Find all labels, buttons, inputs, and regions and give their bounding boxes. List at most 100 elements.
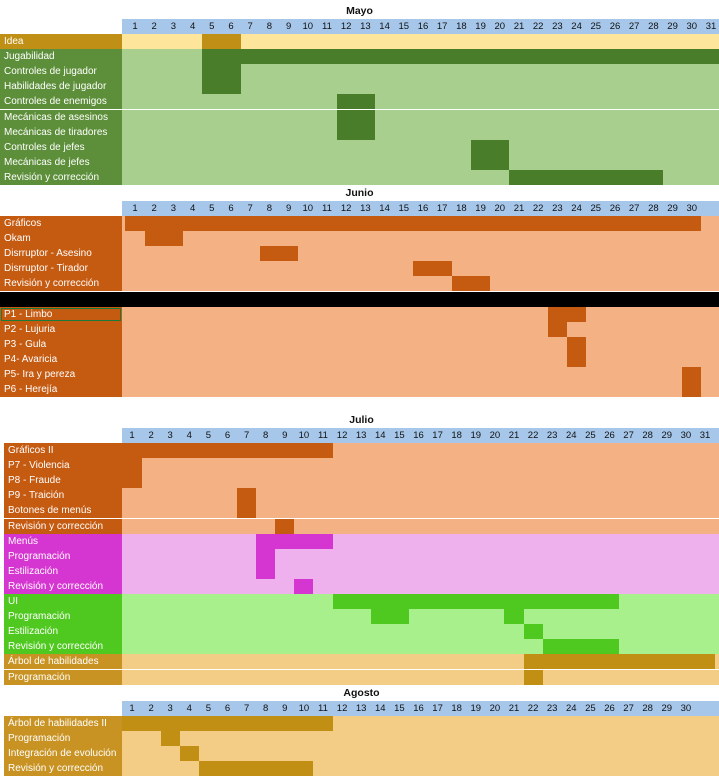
task-row: Botones de menús (4, 503, 719, 519)
task-label-cell[interactable]: Mecánicas de asesinos (0, 109, 122, 125)
gantt-bar (160, 731, 180, 747)
gantt-bar (237, 488, 257, 504)
day-number: 8 (263, 703, 269, 714)
day-number: 15 (394, 430, 405, 441)
task-label-cell[interactable]: Revisión y corrección (4, 518, 122, 534)
gantt-bar (259, 246, 299, 262)
day-number: 1 (129, 703, 135, 714)
task-label-cell[interactable]: Revisión y corrección (4, 578, 122, 594)
gantt-bar (275, 518, 295, 534)
day-number: 10 (302, 21, 314, 32)
gantt-bar (567, 351, 587, 367)
task-label-cell[interactable]: P3 - Gula (0, 336, 122, 352)
day-number: 28 (648, 21, 659, 32)
task-label-cell[interactable]: Programación (4, 548, 122, 564)
task-label-cell[interactable]: Controles de enemigos (0, 94, 122, 110)
task-label-cell[interactable]: Gráficos (0, 216, 122, 232)
task-label-cell[interactable]: Integración de evolución (4, 746, 122, 762)
day-number: 12 (336, 430, 348, 441)
day-number: 9 (282, 430, 288, 441)
task-label-cell[interactable]: Revisión y corrección (4, 761, 122, 777)
day-number: 11 (322, 203, 332, 214)
day-number: 20 (494, 21, 506, 32)
task-label-cell[interactable]: Programación (4, 731, 122, 747)
task-label-cell[interactable]: P2 - Lujuria (0, 321, 122, 337)
day-number: 29 (661, 703, 673, 714)
task-row: Gráficos II (4, 443, 719, 459)
task-row: Revisión y corrección (0, 169, 719, 185)
day-number: 12 (340, 203, 352, 214)
day-number: 31 (699, 430, 711, 441)
task-label-cell[interactable]: Revisión y corrección (4, 639, 122, 655)
task-label-cell[interactable]: Idea (0, 34, 122, 50)
day-number: 20 (494, 203, 506, 214)
task-label-cell[interactable]: Habilidades de jugador (0, 79, 122, 95)
task-label-cell[interactable]: Jugabilidad (0, 49, 122, 65)
task-label-cell[interactable]: P4- Avaricia (0, 351, 122, 367)
day-number: 25 (590, 21, 602, 32)
task-label-cell[interactable]: Estilización (4, 624, 122, 640)
day-number: 13 (360, 203, 371, 214)
gantt-bar (237, 503, 257, 519)
gantt-bar (122, 716, 333, 732)
day-number: 4 (186, 430, 192, 441)
task-label-cell[interactable]: Mecánicas de tiradores (0, 124, 122, 140)
task-label-cell[interactable]: Menús (4, 533, 122, 549)
task-row: Revisión y corrección (4, 639, 719, 655)
day-number: 1 (129, 430, 135, 441)
task-label-cell[interactable]: Revisión y corrección (0, 169, 122, 185)
day-number: 17 (432, 703, 443, 714)
day-number: 28 (642, 703, 653, 714)
day-number: 26 (604, 703, 615, 714)
gantt-bar (547, 306, 587, 322)
day-number: 26 (604, 430, 615, 441)
task-label-cell[interactable]: UI (4, 594, 122, 610)
task-label-cell[interactable]: Disrruptor - Tirador (0, 261, 122, 277)
task-label-cell[interactable]: Okam (0, 231, 122, 247)
day-number: 18 (456, 21, 467, 32)
task-label-cell[interactable]: Árbol de habilidades II (4, 716, 122, 732)
task-row: Okam (0, 231, 719, 247)
task-label-cell[interactable]: Estilización (4, 563, 122, 579)
task-label-cell[interactable]: Disrruptor - Asesino (0, 246, 122, 262)
task-label-cell[interactable]: P9 - Traición (4, 488, 122, 504)
day-number: 7 (247, 203, 253, 214)
day-header-corner (0, 201, 122, 216)
day-number: 24 (566, 430, 577, 441)
task-label-cell[interactable]: Controles de jugador (0, 64, 122, 80)
task-row: P7 - Violencia (4, 458, 719, 474)
task-label-cell[interactable]: Revisión y corrección (0, 276, 122, 292)
task-label-cell[interactable]: Programación (4, 609, 122, 625)
task-row: Revisión y corrección (0, 276, 719, 292)
task-label-cell[interactable]: Mecánicas de jefes (0, 154, 122, 170)
day-number: 31 (705, 21, 717, 32)
month-title: Agosto (4, 686, 719, 701)
task-row: Estilización (4, 563, 719, 579)
task-label-cell[interactable]: Botones de menús (4, 503, 122, 519)
task-label-cell[interactable]: Programación (4, 669, 122, 685)
gantt-bar (370, 609, 409, 625)
task-label-cell[interactable]: Controles de jefes (0, 139, 122, 155)
day-number: 4 (189, 21, 196, 32)
gantt-bar (125, 216, 702, 232)
task-label-cell[interactable]: Gráficos II (4, 443, 122, 459)
task-row: P5- Ira y pereza (0, 366, 719, 382)
task-label-cell[interactable]: P1 - Limbo (0, 306, 122, 322)
task-label-cell[interactable]: P5- Ira y pereza (0, 366, 122, 382)
month-title: Julio (4, 413, 719, 428)
gantt-bar (682, 382, 702, 398)
day-number: 16 (417, 203, 429, 214)
gantt-bar (336, 124, 375, 140)
task-row: P8 - Fraude (4, 473, 719, 489)
day-number: 25 (585, 703, 596, 714)
task-label-cell[interactable]: P7 - Violencia (4, 458, 122, 474)
day-number: 2 (151, 203, 157, 214)
task-label-cell[interactable]: Árbol de habilidades (4, 654, 122, 670)
task-row: P9 - Traición (4, 488, 719, 504)
task-label-cell[interactable]: P6 - Herejía (0, 382, 122, 398)
day-number: 19 (470, 430, 482, 441)
day-number: 19 (475, 203, 486, 214)
task-label-cell[interactable]: P8 - Fraude (4, 473, 122, 489)
gantt-bar (122, 443, 333, 459)
